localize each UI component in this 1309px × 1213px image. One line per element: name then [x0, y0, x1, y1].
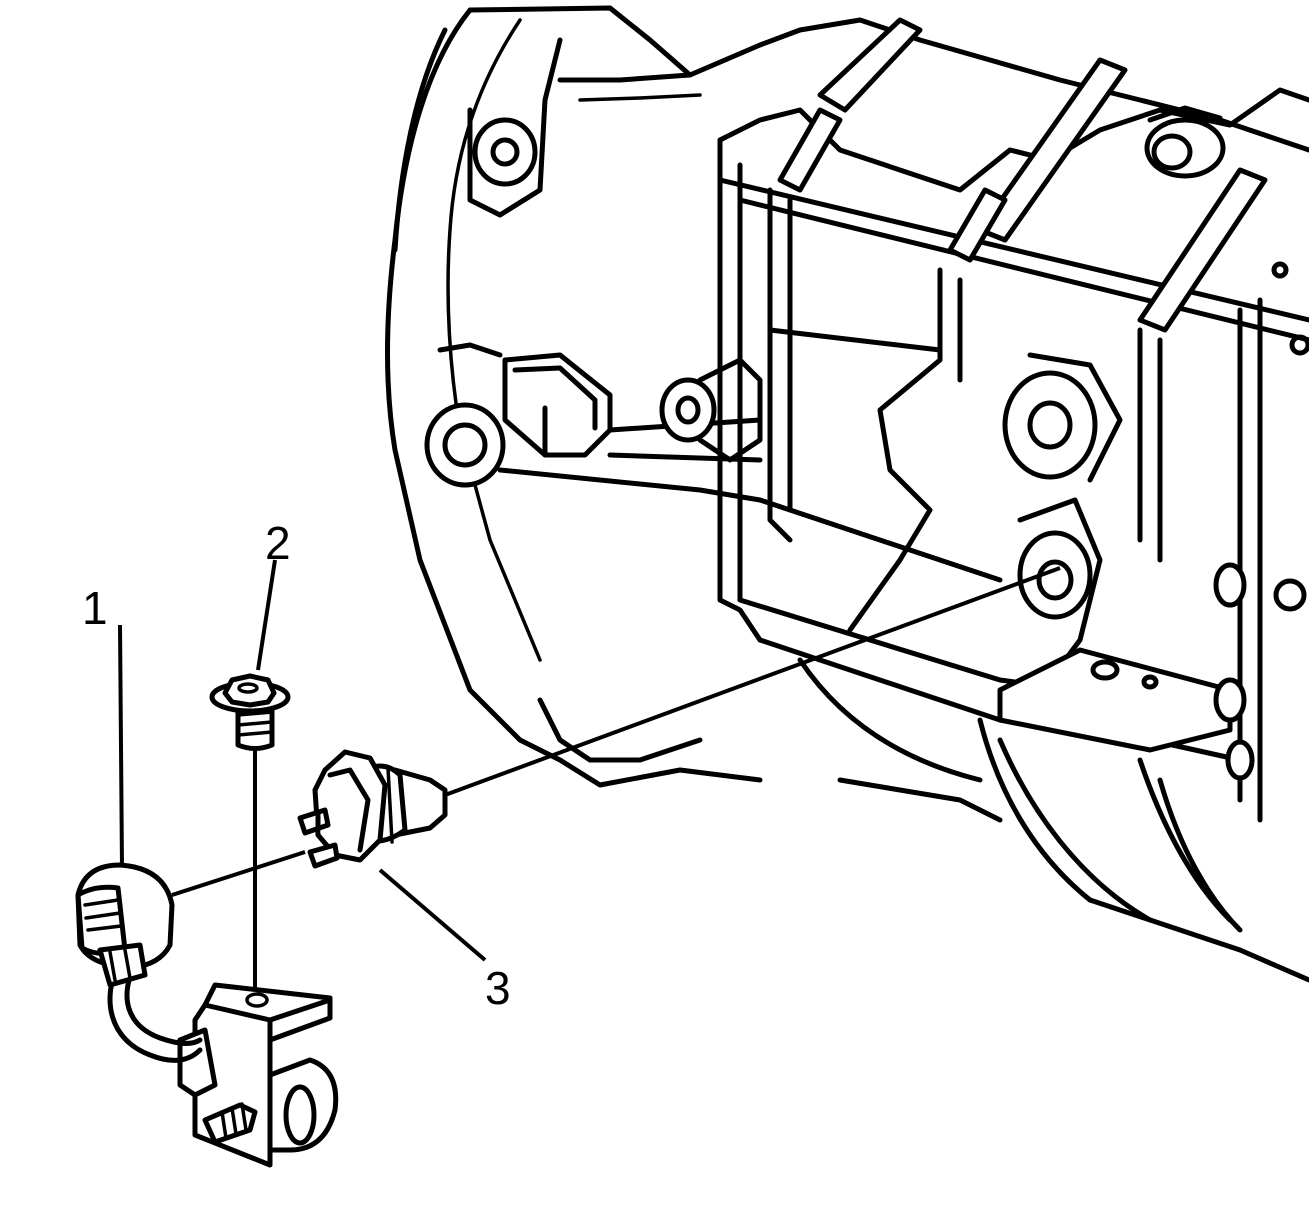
- transmission-housing: [385, 5, 1309, 788]
- callout-3: 3: [485, 962, 511, 1014]
- sensor-switch: [297, 749, 448, 869]
- alignment-lines: [118, 559, 1061, 990]
- bolt: [209, 673, 291, 751]
- transmission-case: [717, 17, 1309, 983]
- callout-1: 1: [82, 582, 108, 634]
- connector-bracket: [75, 862, 339, 1168]
- callout-2: 2: [265, 517, 291, 569]
